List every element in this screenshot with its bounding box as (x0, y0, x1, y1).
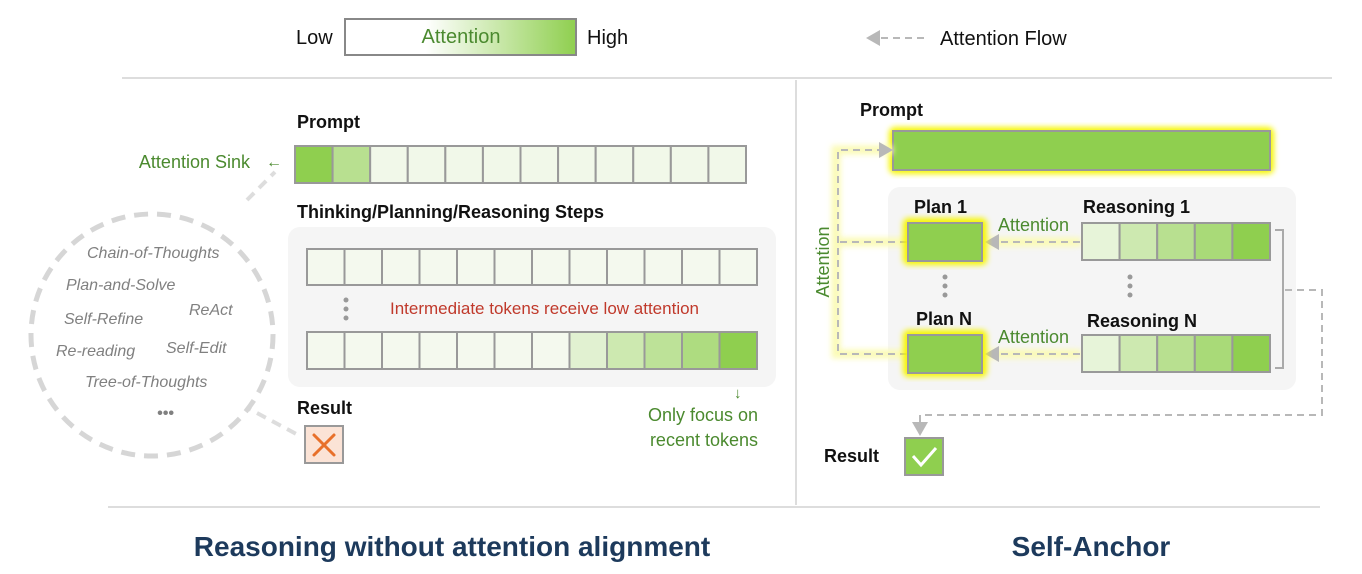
method-re-reading: Re-reading (56, 343, 135, 360)
method-react: ReAct (189, 302, 233, 319)
token-cell (1081, 222, 1121, 261)
token-cell (381, 248, 421, 286)
cross-icon (312, 433, 336, 457)
attention-sink-label: Attention Sink (139, 152, 251, 172)
token-cell (1156, 334, 1196, 373)
reasoning-dots-icon (1127, 274, 1133, 298)
reasoning1-label: Reasoning 1 (1083, 197, 1190, 217)
low-attention-note: Intermediate tokens receive low attentio… (390, 299, 699, 318)
methods-circle (28, 211, 276, 459)
reasoningN-tokens (1081, 334, 1272, 373)
recent-focus-line1: Only focus on (648, 405, 758, 425)
token-cell (456, 248, 496, 286)
step-row-n (306, 331, 758, 370)
token-cell (456, 331, 496, 370)
token-cell (1231, 334, 1272, 373)
step-row-1 (306, 248, 758, 286)
token-cell (306, 248, 346, 286)
token-cell (606, 331, 646, 370)
reasoning-bracket (1275, 229, 1284, 369)
token-cell (1118, 222, 1159, 261)
token-cell (643, 248, 683, 286)
token-cell (493, 331, 533, 370)
method-self-refine: Self-Refine (64, 311, 143, 328)
arrow-left-icon: ← (266, 154, 282, 171)
result-success-box (904, 437, 944, 476)
methods-more: ••• (157, 405, 174, 422)
token-cell (481, 145, 522, 184)
token-cell (681, 331, 721, 370)
vertical-dots-icon (343, 297, 349, 321)
token-cell (568, 248, 608, 286)
token-cell (1193, 334, 1234, 373)
right-prompt-label: Prompt (860, 100, 923, 120)
token-cell (568, 331, 608, 370)
token-cell (381, 331, 421, 370)
attention-label-1: Attention (998, 215, 1069, 235)
token-cell (718, 331, 758, 370)
token-cell (369, 145, 409, 184)
planN-box (907, 334, 983, 374)
token-cell (1231, 222, 1272, 261)
token-cell (531, 331, 571, 370)
steps-label: Thinking/Planning/Reasoning Steps (297, 202, 604, 222)
left-result-label: Result (297, 398, 352, 418)
left-title: Reasoning without attention alignment (194, 531, 710, 562)
token-cell (669, 145, 710, 184)
right-title: Self-Anchor (1012, 531, 1171, 562)
method-self-edit: Self-Edit (166, 340, 227, 357)
token-cell (331, 145, 372, 184)
token-cell (594, 145, 635, 184)
token-cell (418, 248, 458, 286)
token-cell (606, 248, 646, 286)
plan-dots-icon (942, 274, 948, 298)
check-icon (911, 447, 938, 468)
token-cell (493, 248, 533, 286)
token-cell (557, 145, 597, 184)
zoom-connector-top (245, 170, 277, 202)
token-cell (643, 331, 683, 370)
token-cell (681, 248, 721, 286)
reasoning1-tokens (1081, 222, 1272, 261)
left-prompt-label: Prompt (297, 112, 360, 132)
attention-vertical-label: Attention (813, 226, 833, 297)
token-cell (531, 248, 571, 286)
attention-scale (344, 18, 577, 56)
right-result-label: Result (824, 446, 879, 466)
token-cell (418, 331, 458, 370)
attention-label-n: Attention (998, 327, 1069, 347)
method-plan-and-solve: Plan-and-Solve (66, 277, 176, 294)
zoom-connector-bottom (241, 403, 303, 439)
token-cell (294, 145, 334, 184)
arrow-down-icon: ↓ (734, 385, 742, 402)
plan1-label: Plan 1 (914, 197, 967, 217)
token-cell (707, 145, 748, 184)
token-cell (632, 145, 672, 184)
token-cell (406, 145, 447, 184)
token-cell (343, 331, 383, 370)
method-cot: Chain-of-Thoughts (87, 245, 220, 262)
token-cell (343, 248, 383, 286)
token-cell (306, 331, 346, 370)
token-cell (444, 145, 484, 184)
left-prompt-tokens (294, 145, 748, 184)
token-cell (519, 145, 560, 184)
legend-scale-label: Attention (422, 26, 501, 48)
token-cell (1118, 334, 1159, 373)
method-tot: Tree-of-Thoughts (85, 374, 207, 391)
token-cell (1081, 334, 1121, 373)
right-prompt-bar (892, 130, 1271, 171)
attention-flow-lines (837, 142, 1323, 436)
token-cell (1193, 222, 1234, 261)
planN-label: Plan N (916, 309, 972, 329)
token-cell (718, 248, 758, 286)
reasoningN-label: Reasoning N (1087, 311, 1197, 331)
legend-high: High (587, 27, 628, 49)
legend-low: Low (296, 27, 333, 49)
plan1-box (907, 222, 983, 262)
token-cell (1156, 222, 1196, 261)
legend-flow-label: Attention Flow (940, 28, 1067, 50)
recent-focus-line2: recent tokens (650, 430, 758, 450)
